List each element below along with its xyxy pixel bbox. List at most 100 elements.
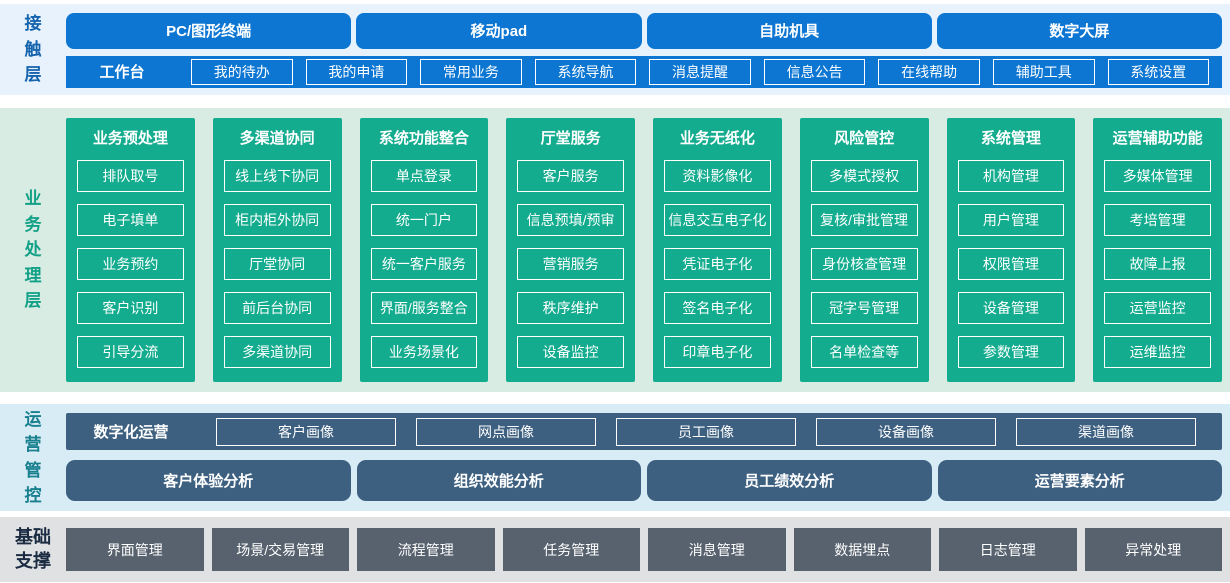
foundation-scene-transaction-management[interactable]: 场景/交易管理 (211, 528, 349, 571)
column-title: 系统功能整合 (378, 130, 469, 147)
column-system-management: 系统管理 机构管理 用户管理 权限管理 设备管理 参数管理 (946, 118, 1076, 382)
foundation-row: 界面管理 场景/交易管理 流程管理 任务管理 消息管理 数据埋点 日志管理 异常… (66, 528, 1230, 571)
workbench-item-information-notice[interactable]: 信息公告 (763, 58, 866, 85)
channel-digital-screen[interactable]: 数字大屏 (936, 13, 1222, 49)
digital-operation-label: 数字化运营 (93, 424, 169, 441)
module-banknote-serial-management[interactable]: 冠字号管理 (810, 292, 918, 324)
operation-control-content: 数字化运营 客户画像 网点画像 员工画像 设备画像 渠道画像 客户体验分析 组织… (66, 404, 1230, 511)
column-multichannel-collaboration: 多渠道协同 线上线下协同 柜内柜外协同 厅堂协同 前后台协同 多渠道协同 (212, 118, 342, 382)
module-electronic-info-exchange[interactable]: 信息交互电子化 (664, 204, 771, 236)
channel-pc-terminal[interactable]: PC/图形终端 (66, 13, 352, 49)
module-electronic-seal[interactable]: 印章电子化 (664, 336, 771, 368)
workbench-item-common-business[interactable]: 常用业务 (420, 58, 522, 85)
module-inside-outside-counter-collab[interactable]: 柜内柜外协同 (223, 204, 331, 236)
column-title: 多渠道协同 (239, 130, 315, 147)
module-business-scenarioization[interactable]: 业务场景化 (370, 336, 478, 368)
module-marketing-service[interactable]: 营销服务 (517, 248, 624, 280)
workbench-item-my-todo[interactable]: 我的待办 (191, 58, 293, 85)
profile-customer[interactable]: 客户画像 (216, 417, 396, 446)
module-electronic-voucher[interactable]: 凭证电子化 (664, 248, 771, 280)
module-training-management[interactable]: 考培管理 (1104, 204, 1211, 236)
module-multimedia-management[interactable]: 多媒体管理 (1104, 160, 1211, 192)
workbench-item-auxiliary-tools[interactable]: 辅助工具 (992, 58, 1095, 85)
workbench-label: 工作台 (99, 64, 145, 82)
business-layer-label-text: 业务处理层 (24, 189, 42, 311)
module-fault-reporting[interactable]: 故障上报 (1104, 248, 1211, 280)
workbench-item-message-reminder[interactable]: 消息提醒 (649, 58, 751, 85)
module-electronic-signature[interactable]: 签名电子化 (664, 292, 771, 324)
column-business-preprocessing: 业务预处理 排队取号 电子填单 业务预约 客户识别 引导分流 (66, 118, 195, 382)
contact-layer-section: 接触层 PC/图形终端 移动pad 自助机具 数字大屏 工作台 我的待办 我的申… (0, 4, 1230, 95)
operation-control-label: 运营管控 (0, 404, 66, 511)
workbench-item-online-help[interactable]: 在线帮助 (878, 58, 980, 85)
module-parameter-management[interactable]: 参数管理 (957, 336, 1065, 368)
column-risk-control: 风险管控 多模式授权 复核/审批管理 身份核查管理 冠字号管理 名单检查等 (799, 118, 929, 382)
foundation-interface-management[interactable]: 界面管理 (66, 528, 204, 571)
module-customer-service[interactable]: 客户服务 (517, 160, 624, 192)
foundation-support-section: 基础支撑 界面管理 场景/交易管理 流程管理 任务管理 消息管理 数据埋点 日志… (0, 517, 1230, 582)
workbench-item-my-applications[interactable]: 我的申请 (305, 58, 408, 85)
module-document-imaging[interactable]: 资料影像化 (664, 160, 771, 192)
workbench-item-system-settings[interactable]: 系统设置 (1107, 58, 1210, 85)
module-online-offline-collab[interactable]: 线上线下协同 (223, 160, 331, 192)
business-columns: 业务预处理 排队取号 电子填单 业务预约 客户识别 引导分流 多渠道协同 线上线… (66, 108, 1230, 392)
analysis-employee-performance[interactable]: 员工绩效分析 (647, 460, 932, 501)
module-order-maintenance[interactable]: 秩序维护 (517, 292, 624, 324)
profile-employee[interactable]: 员工画像 (616, 417, 796, 446)
module-ops-maintenance-monitoring[interactable]: 运维监控 (1104, 336, 1211, 368)
foundation-message-management[interactable]: 消息管理 (648, 528, 786, 571)
workbench-item-system-navigation[interactable]: 系统导航 (534, 58, 637, 85)
column-system-function-integration: 系统功能整合 单点登录 统一门户 统一客户服务 界面/服务整合 业务场景化 (359, 118, 489, 382)
module-device-monitoring[interactable]: 设备监控 (517, 336, 624, 368)
channel-mobile-pad[interactable]: 移动pad (356, 13, 642, 49)
module-unified-portal[interactable]: 统一门户 (370, 204, 478, 236)
analysis-operation-elements[interactable]: 运营要素分析 (937, 460, 1222, 501)
column-title: 业务无纸化 (679, 130, 755, 147)
module-ui-service-integration[interactable]: 界面/服务整合 (370, 292, 478, 324)
module-list-checking[interactable]: 名单检查等 (810, 336, 918, 368)
module-customer-identification[interactable]: 客户识别 (77, 292, 184, 324)
module-equipment-management[interactable]: 设备管理 (957, 292, 1065, 324)
module-business-appointment[interactable]: 业务预约 (77, 248, 184, 280)
analysis-customer-experience[interactable]: 客户体验分析 (66, 460, 351, 501)
module-info-prefill-preaudit[interactable]: 信息预填/预审 (517, 204, 624, 236)
business-layer-section: 业务处理层 业务预处理 排队取号 电子填单 业务预约 客户识别 引导分流 多渠道… (0, 108, 1230, 392)
module-unified-customer-service[interactable]: 统一客户服务 (370, 248, 478, 280)
module-multimode-authorization[interactable]: 多模式授权 (810, 160, 918, 192)
column-title: 系统管理 (980, 130, 1041, 147)
business-layer-label: 业务处理层 (0, 108, 66, 392)
foundation-process-management[interactable]: 流程管理 (357, 528, 495, 571)
foundation-task-management[interactable]: 任务管理 (502, 528, 640, 571)
column-title: 风险管控 (834, 130, 895, 147)
module-electronic-form[interactable]: 电子填单 (77, 204, 184, 236)
module-operation-monitoring[interactable]: 运营监控 (1104, 292, 1211, 324)
analysis-organizational-efficiency[interactable]: 组织效能分析 (356, 460, 641, 501)
module-queue-ticketing[interactable]: 排队取号 (77, 160, 184, 192)
foundation-data-tracking[interactable]: 数据埋点 (793, 528, 931, 571)
contact-layer-label-text: 接触层 (24, 14, 42, 85)
operation-control-section: 运营管控 数字化运营 客户画像 网点画像 员工画像 设备画像 渠道画像 客户体验… (0, 404, 1230, 511)
module-guide-diversion[interactable]: 引导分流 (77, 336, 184, 368)
module-front-back-office-collab[interactable]: 前后台协同 (223, 292, 331, 324)
module-identity-verification-management[interactable]: 身份核查管理 (810, 248, 918, 280)
channel-row: PC/图形终端 移动pad 自助机具 数字大屏 (66, 13, 1222, 49)
channel-self-service[interactable]: 自助机具 (646, 13, 932, 49)
foundation-log-management[interactable]: 日志管理 (939, 528, 1077, 571)
contact-layer-content: PC/图形终端 移动pad 自助机具 数字大屏 工作台 我的待办 我的申请 常用… (66, 4, 1230, 95)
module-single-sign-on[interactable]: 单点登录 (370, 160, 478, 192)
workbench-bar: 工作台 我的待办 我的申请 常用业务 系统导航 消息提醒 信息公告 在线帮助 辅… (66, 55, 1222, 88)
profile-equipment[interactable]: 设备画像 (816, 417, 996, 446)
module-review-approval-management[interactable]: 复核/审批管理 (810, 204, 918, 236)
module-lobby-collab[interactable]: 厅堂协同 (223, 248, 331, 280)
foundation-support-label: 基础支撑 (0, 526, 66, 573)
profile-channel[interactable]: 渠道画像 (1016, 417, 1196, 446)
foundation-exception-handling[interactable]: 异常处理 (1084, 528, 1222, 571)
module-user-management[interactable]: 用户管理 (957, 204, 1065, 236)
digital-operation-bar: 数字化运营 客户画像 网点画像 员工画像 设备画像 渠道画像 (66, 413, 1222, 450)
contact-layer-label: 接触层 (0, 4, 66, 95)
profile-branch[interactable]: 网点画像 (416, 417, 596, 446)
module-multichannel-collab[interactable]: 多渠道协同 (223, 336, 331, 368)
module-permission-management[interactable]: 权限管理 (957, 248, 1065, 280)
module-organization-management[interactable]: 机构管理 (957, 160, 1065, 192)
